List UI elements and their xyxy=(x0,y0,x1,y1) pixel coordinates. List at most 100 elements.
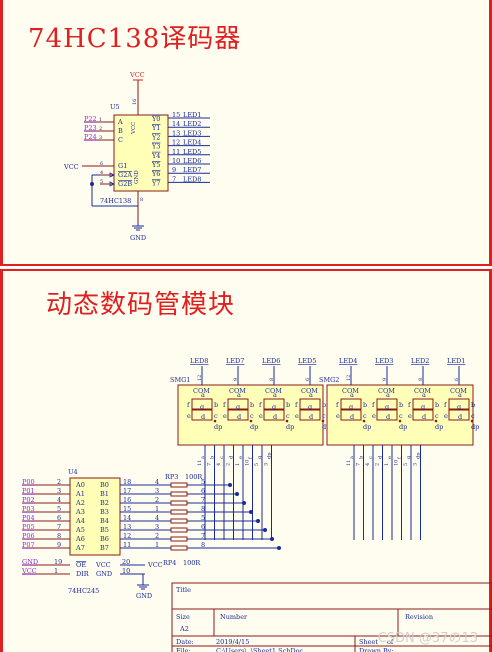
digit-seg-b-0-0: b xyxy=(214,401,218,409)
digit-bottom-1-3 xyxy=(448,409,470,421)
decoder-part: 74HC138 xyxy=(100,197,131,205)
enable-name-1: G2A xyxy=(118,171,132,179)
digit-com-0-0: COM xyxy=(193,387,210,395)
enable-pin-0: 6 xyxy=(100,161,103,167)
buffer-a-1: A1 xyxy=(75,490,85,498)
digit-bottom-0-3 xyxy=(299,409,321,421)
buffer-ctrl-name2-1: GND xyxy=(96,570,112,578)
digit-seg-f-0-3: f xyxy=(295,401,298,409)
buffer-b-1: B1 xyxy=(100,490,109,498)
digit-dp-1-2 xyxy=(434,419,438,423)
digit-seg-b-0-3: b xyxy=(322,401,326,409)
buffer-lpin-1: 3 xyxy=(57,487,61,495)
tb-file-value: C:\Users\..\Sheet1.SchDoc xyxy=(216,647,304,652)
digit-com-1-1: COM xyxy=(378,387,395,395)
digit-bottom-0-0 xyxy=(191,409,213,421)
digit-seg-e-0-3: e xyxy=(295,412,299,420)
buffer-chip-body xyxy=(69,477,121,556)
resistor-6 xyxy=(170,536,188,542)
digit-seg-d-0-1: d xyxy=(237,413,241,421)
enable-junction xyxy=(90,182,94,186)
output-pin-0: 15 xyxy=(172,111,180,119)
buffer-rpin-0: 18 xyxy=(123,478,131,486)
input-net-2: P24 xyxy=(84,133,97,141)
resistor-2 xyxy=(170,500,188,506)
led-net-1-3: LED1 xyxy=(447,357,465,365)
display-seg-net-0-2: c xyxy=(219,456,225,459)
enable-vcc-label: VCC xyxy=(63,163,79,171)
res-junction-4 xyxy=(256,519,260,523)
buffer-rpin-7: 11 xyxy=(123,541,131,549)
output-name-2: Y2 xyxy=(151,133,160,141)
display-seg-net-0-6: g xyxy=(257,455,263,459)
display-pin-1-6: 5 xyxy=(403,463,409,466)
display-pin-0-5: 10 xyxy=(245,460,251,466)
buffer-b-7: B7 xyxy=(100,544,109,552)
decoder-title: 74HC138译码器 xyxy=(28,24,242,54)
led-net-0-3: LED5 xyxy=(298,357,316,365)
digit-top-1-0 xyxy=(340,398,362,410)
buffer-net-4: P04 xyxy=(22,514,35,522)
digit-dp-0-1 xyxy=(249,419,253,423)
led-pin-1-3: 6 xyxy=(454,378,460,381)
display-pin-1-3: 2 xyxy=(375,463,381,466)
display-seg-net-0-5: f xyxy=(248,456,254,459)
digit-seg-f-1-3: f xyxy=(444,401,447,409)
led-pin-0-3: 6 xyxy=(305,378,311,381)
display-seg-net-0-3: d xyxy=(229,455,235,459)
res-lpin-2: 2 xyxy=(155,496,159,504)
digit-seg-e-0-1: e xyxy=(223,412,227,420)
display-pin-1-5: 10 xyxy=(394,460,400,466)
digit-dp-1-0 xyxy=(362,419,366,423)
res-rpin-3: 8 xyxy=(201,505,205,513)
panel-separator xyxy=(0,266,492,269)
buffer-ctrl-rpin-0: 20 xyxy=(122,558,130,566)
display-pin-0-2: 4 xyxy=(216,463,222,466)
buffer-gnd-out: GND xyxy=(136,592,152,600)
rp3-ref: RP3 xyxy=(165,473,178,481)
buffer-rpin-5: 13 xyxy=(123,523,131,531)
digit-seg-f-0-2: f xyxy=(259,401,262,409)
tb-size-label: Size xyxy=(176,613,190,621)
digit-seg-b-1-3: b xyxy=(471,401,475,409)
digit-seg-dp-0-0: dp xyxy=(214,423,222,431)
digit-seg-e-0-0: e xyxy=(187,412,191,420)
display-seg-net-0-0: a xyxy=(200,456,206,459)
output-pin-7: 7 xyxy=(172,175,176,183)
digit-seg-e-0-2: e xyxy=(259,412,263,420)
digit-top-1-2 xyxy=(412,398,434,410)
led-pin-0-1: 9 xyxy=(233,378,239,381)
digit-seg-dp-0-2: dp xyxy=(286,423,294,431)
buffer-b-6: B6 xyxy=(100,535,109,543)
resistor-0 xyxy=(170,482,188,488)
digit-seg-b-1-1: b xyxy=(399,401,403,409)
buffer-b-2: B2 xyxy=(100,499,109,507)
digit-seg-e-1-2: e xyxy=(408,412,412,420)
input-pin-0: 1 xyxy=(99,117,102,123)
buffer-rpin-6: 12 xyxy=(123,532,131,540)
resistor-3 xyxy=(170,509,188,515)
buffer-ctrl-lpin-1: 1 xyxy=(54,567,58,575)
buffer-net-5: P05 xyxy=(22,523,35,531)
res-lpin-1: 3 xyxy=(155,487,159,495)
digit-seg-b-0-1: b xyxy=(250,401,254,409)
digit-seg-b-1-2: b xyxy=(435,401,439,409)
res-lpin-3: 1 xyxy=(155,505,159,513)
display-pin-1-4: 1 xyxy=(384,463,390,466)
digit-seg-dp-1-1: dp xyxy=(399,423,407,431)
output-net-0: LED1 xyxy=(183,111,201,119)
res-junction-7 xyxy=(277,546,281,550)
res-rpin-5: 6 xyxy=(201,523,205,531)
digit-seg-g-0-3: g xyxy=(308,403,312,411)
digit-seg-d-1-0: d xyxy=(350,413,354,421)
res-junction-5 xyxy=(263,528,267,532)
display-seg-net-1-0: a xyxy=(349,456,355,459)
digit-com-1-2: COM xyxy=(414,387,431,395)
buffer-a-7: A7 xyxy=(75,544,85,552)
buffer-a-3: A3 xyxy=(75,508,85,516)
buffer-a-5: A5 xyxy=(75,526,85,534)
buffer-b-3: B3 xyxy=(100,508,109,516)
digit-top-0-1 xyxy=(227,398,249,410)
digit-seg-f-0-1: f xyxy=(223,401,226,409)
